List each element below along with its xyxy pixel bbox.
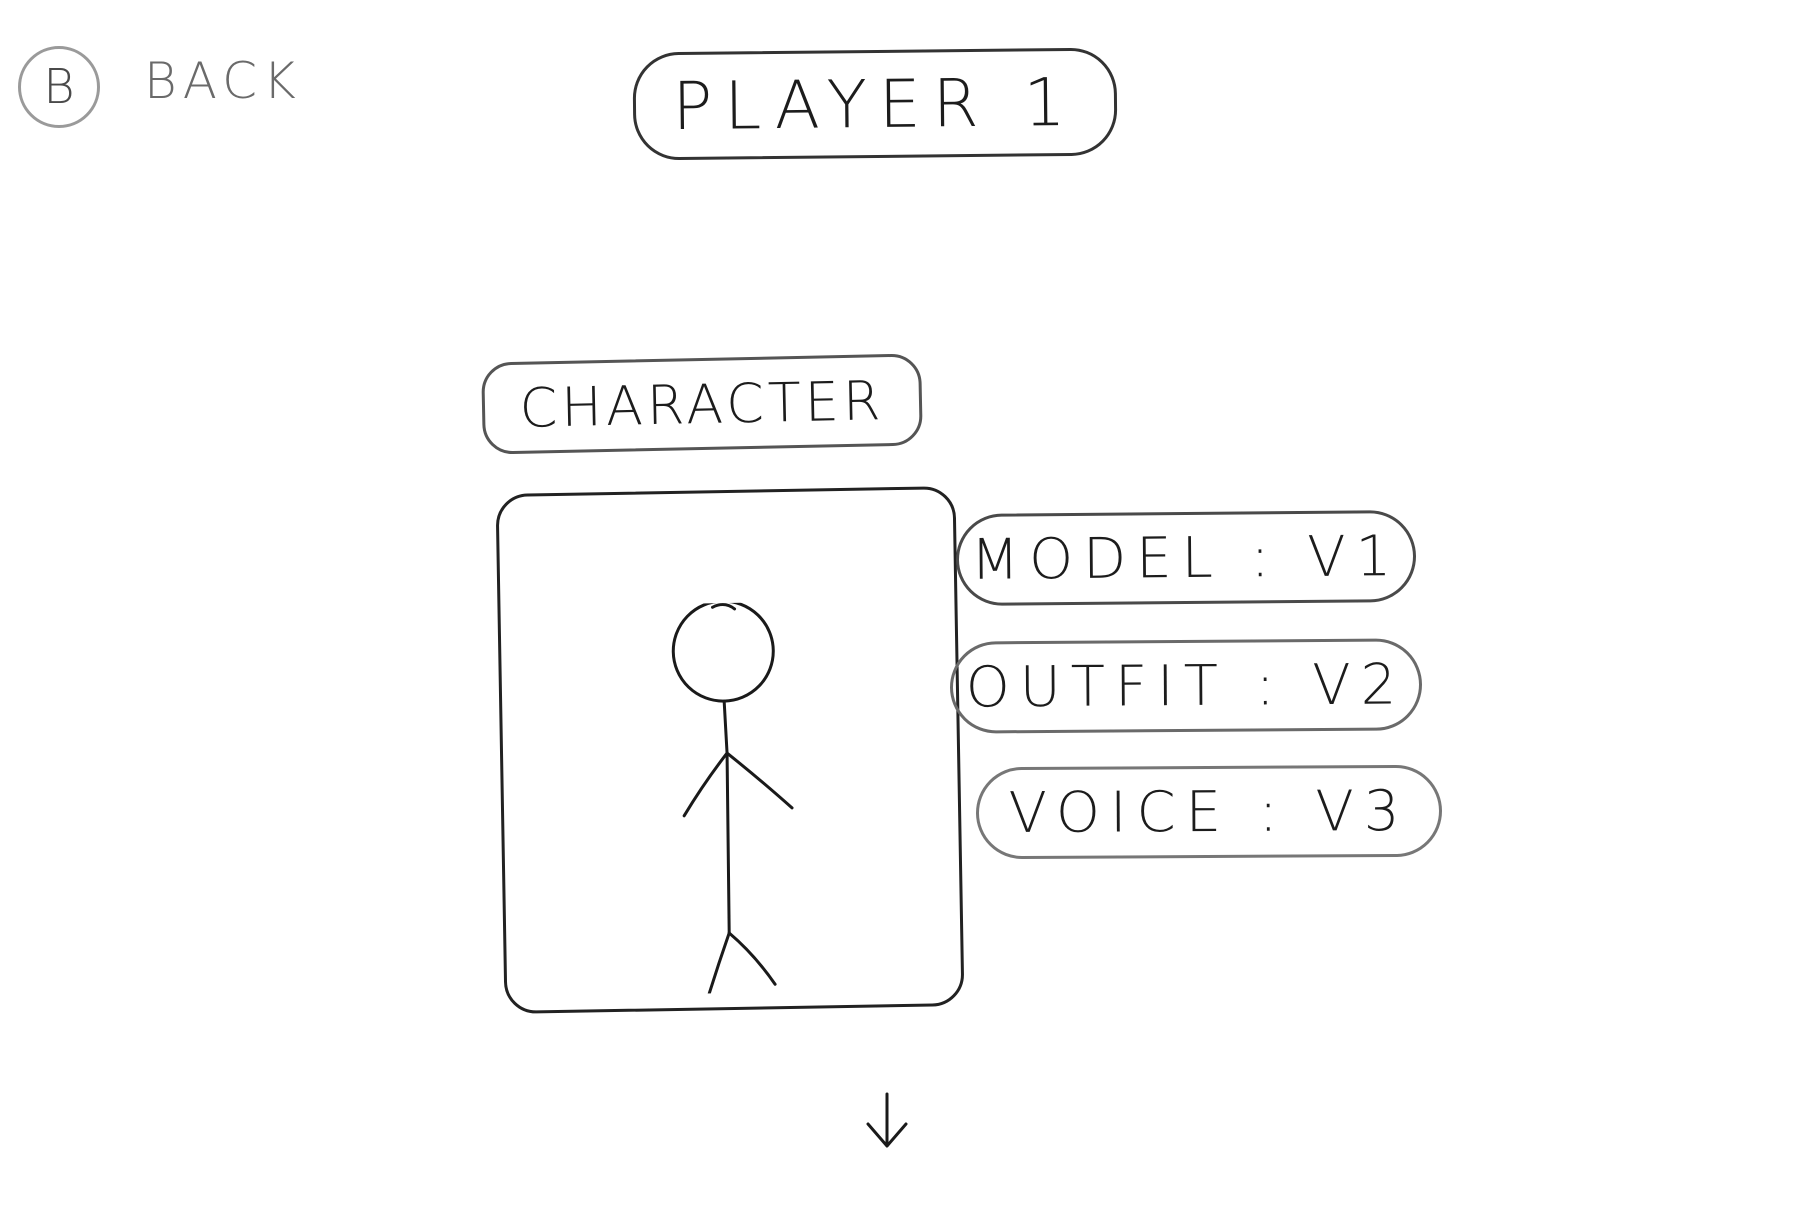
voice-option[interactable]: VOICE : V3 [975,764,1443,860]
page-title: PLAYER 1 [672,63,1078,145]
b-button-icon: B [18,46,100,128]
stick-figure-icon [671,601,794,995]
voice-option-label: VOICE : V3 [1008,778,1410,846]
arrow-down-icon[interactable] [862,1090,912,1150]
model-option[interactable]: MODEL : V1 [955,509,1417,607]
player-title-banner: PLAYER 1 [632,47,1118,161]
b-button-glyph: B [43,59,75,115]
back-button[interactable]: B BACK [14,40,314,130]
character-preview-panel [495,486,965,1014]
outfit-option[interactable]: OUTFIT : V2 [949,638,1423,734]
tab-character-label: CHARACTER [518,368,886,440]
outfit-option-label: OUTFIT : V2 [965,651,1407,721]
model-option-label: MODEL : V1 [970,523,1402,593]
back-label: BACK [144,52,302,110]
tab-character[interactable]: CHARACTER [481,353,923,455]
